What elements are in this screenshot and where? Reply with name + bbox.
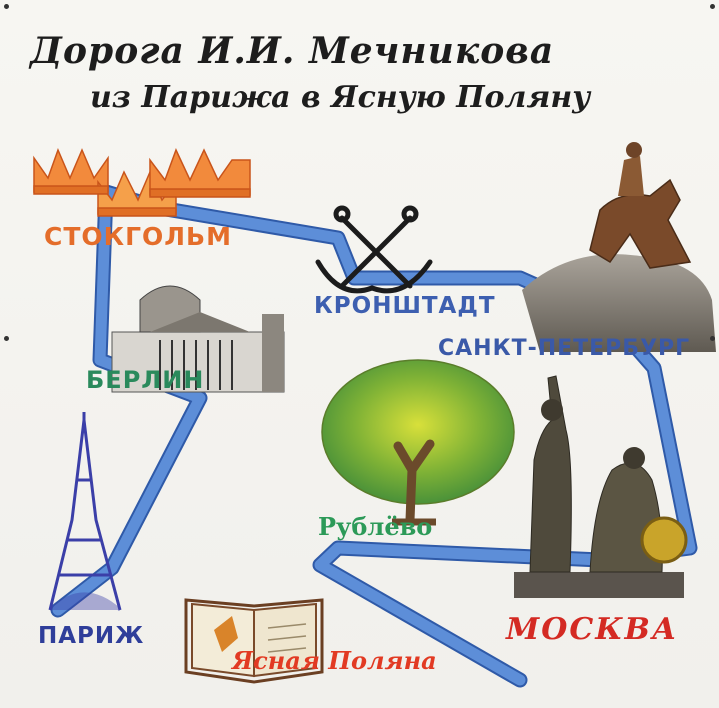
minin-pozharsky-icon: [514, 375, 688, 598]
city-label-berlin: БЕРЛИН: [86, 366, 205, 394]
bronze-horseman-icon: [522, 142, 716, 352]
city-label-paris: ПАРИЖ: [38, 623, 145, 649]
city-label-yasnaya-polyana: Ясная Поляна: [232, 646, 437, 675]
pin-icon: [710, 336, 715, 341]
city-label-kronstadt: КРОНШТАДТ: [314, 293, 496, 319]
pin-icon: [4, 336, 9, 341]
eiffel-tower-icon: [48, 412, 122, 612]
city-label-stockholm: СТОКГОЛЬМ: [44, 222, 232, 251]
title-line-1: Дорога И.И. Мечникова: [30, 30, 555, 72]
open-book-icon: [184, 598, 324, 684]
city-label-saint-petersburg: САНКТ-ПЕТЕРБУРГ: [438, 336, 691, 361]
oak-tree-icon: [321, 359, 515, 526]
city-label-rublevo: Рублёво: [318, 512, 433, 541]
city-label-moscow: МОСКВА: [506, 612, 679, 647]
pin-icon: [710, 4, 715, 9]
pin-icon: [4, 4, 9, 9]
reichstag-icon: [111, 285, 285, 393]
crown-icon: [33, 147, 251, 217]
anchor-icon: [315, 205, 433, 294]
title-line-2: из Парижа в Ясную Поляну: [90, 80, 591, 115]
